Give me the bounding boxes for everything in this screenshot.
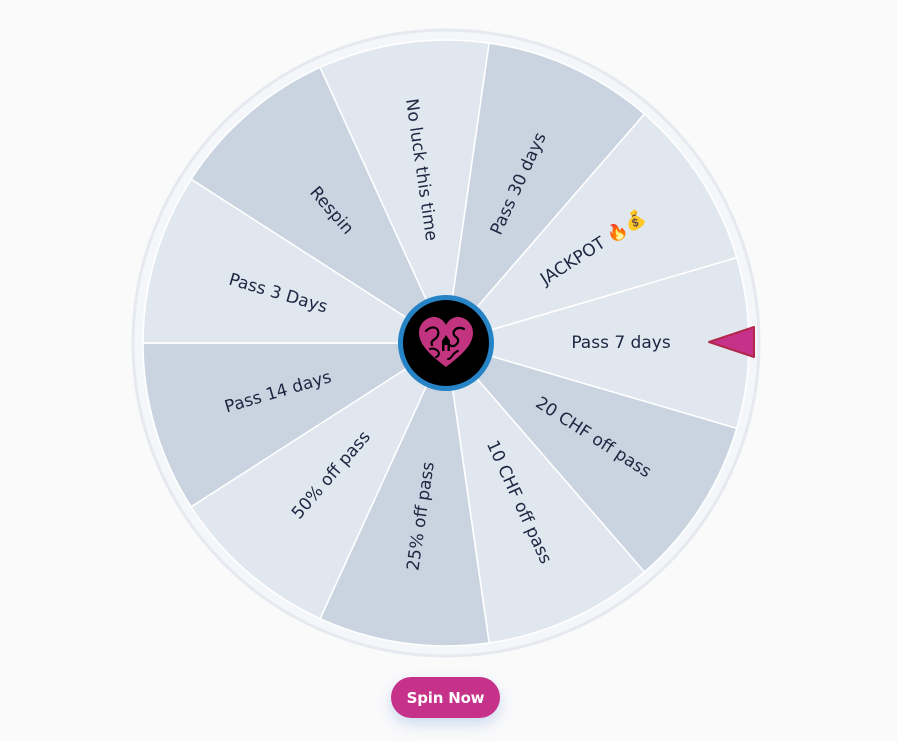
wheel-segment xyxy=(319,340,490,647)
pointer-triangle-icon xyxy=(708,326,755,358)
wheel-segment xyxy=(443,341,738,574)
wheel-segments xyxy=(142,39,750,647)
wheel-segment xyxy=(444,42,646,346)
spin-now-button[interactable]: Spin Now xyxy=(391,677,500,718)
wheel-hub xyxy=(398,295,494,391)
wheel-segment xyxy=(190,66,448,346)
wheel-segment xyxy=(443,112,738,345)
heart-logo-icon xyxy=(419,317,473,367)
wheel-segment xyxy=(190,340,448,620)
wheel-segment xyxy=(142,342,449,508)
segment-label: Pass 7 days xyxy=(571,333,671,353)
wheel-segment xyxy=(142,178,449,344)
wheel-segment xyxy=(444,340,646,644)
wheel-segment xyxy=(319,39,490,346)
